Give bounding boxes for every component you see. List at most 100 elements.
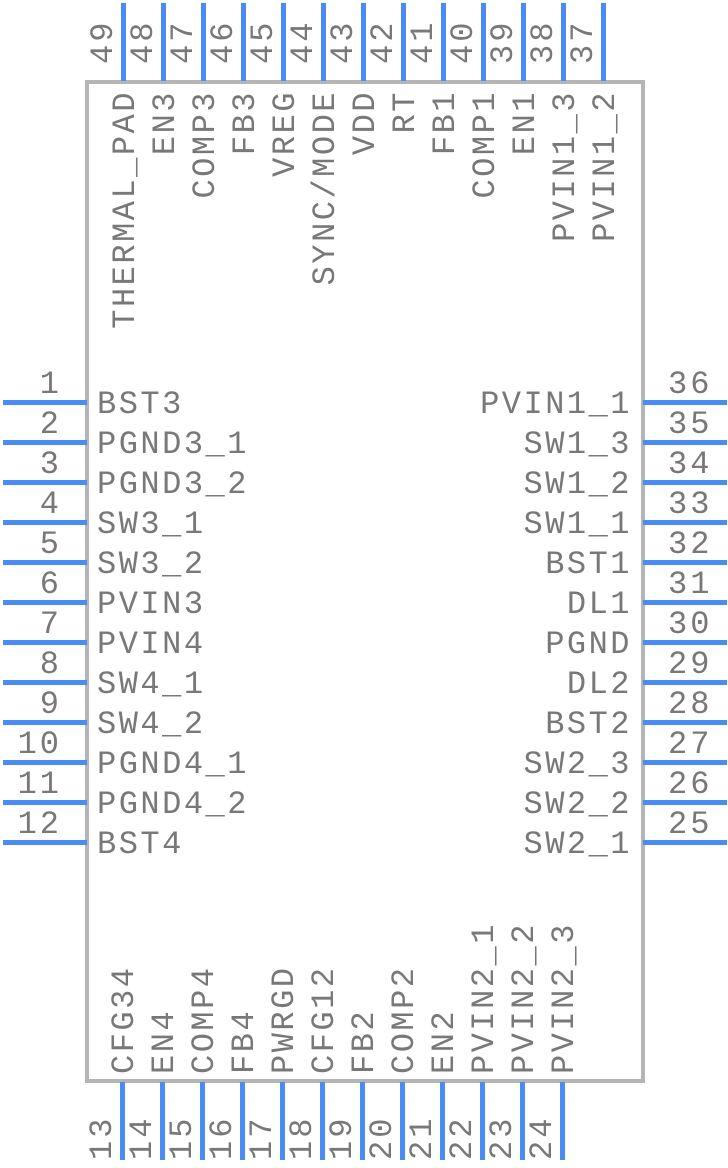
pin-number: 1 <box>39 366 62 403</box>
pin-number: 13 <box>84 1115 121 1160</box>
pin-label: PGND4_2 <box>97 786 249 823</box>
pin-label: PVIN4 <box>97 626 206 663</box>
pin-number: 11 <box>17 766 62 803</box>
pin-line <box>560 1082 565 1160</box>
pin-line <box>3 480 87 485</box>
pin-label: PVIN3 <box>97 586 206 623</box>
pin-number: 26 <box>668 766 713 803</box>
pin-label: PGND4_1 <box>97 746 249 783</box>
pin-number: 43 <box>325 19 362 64</box>
pin-line <box>643 760 727 765</box>
pin-line <box>3 520 87 525</box>
pin-number: 5 <box>39 526 62 563</box>
pin-label: SYNC/MODE <box>307 90 344 286</box>
pin-line <box>3 800 87 805</box>
pin-number: 19 <box>324 1115 361 1160</box>
pin-label: PGND <box>545 626 632 663</box>
pin-number: 15 <box>164 1115 201 1160</box>
pin-number: 34 <box>668 446 713 483</box>
pin-label: DL2 <box>566 666 632 703</box>
pin-number: 33 <box>668 486 713 523</box>
pin-line <box>240 1082 245 1160</box>
pin-line <box>3 560 87 565</box>
pin-line <box>241 3 246 81</box>
pin-line <box>3 720 87 725</box>
pin-label: SW2_2 <box>523 786 632 823</box>
pin-number: 7 <box>39 606 62 643</box>
pin-line <box>200 1082 205 1160</box>
pin-label: EN1 <box>507 90 544 156</box>
pin-label: VREG <box>267 90 304 177</box>
pin-line <box>281 3 286 81</box>
pin-line <box>643 800 727 805</box>
pin-label: BST1 <box>545 546 632 583</box>
pin-number: 16 <box>204 1115 241 1160</box>
pin-number: 40 <box>445 19 482 64</box>
pin-number: 47 <box>165 19 202 64</box>
pin-number: 49 <box>85 19 122 64</box>
pin-label: COMP1 <box>467 90 504 199</box>
pin-line <box>561 3 566 81</box>
pin-line <box>361 3 366 81</box>
pin-line <box>643 600 727 605</box>
pin-label: COMP3 <box>187 90 224 199</box>
pin-number: 4 <box>39 486 62 523</box>
pin-number: 27 <box>668 726 713 763</box>
pin-label: SW3_1 <box>97 506 206 543</box>
pin-number: 8 <box>39 646 62 683</box>
pin-line <box>643 560 727 565</box>
pin-line <box>3 440 87 445</box>
pin-number: 42 <box>365 19 402 64</box>
pin-number: 12 <box>17 806 62 843</box>
pin-number: 2 <box>39 406 62 443</box>
pin-line <box>201 3 206 81</box>
pin-label: BST3 <box>97 386 184 423</box>
pin-line <box>643 440 727 445</box>
pin-line <box>3 640 87 645</box>
pin-line <box>601 3 606 81</box>
pin-line <box>481 3 486 81</box>
pin-label: SW1_1 <box>523 506 632 543</box>
pin-line <box>3 840 87 845</box>
pin-number: 39 <box>485 19 522 64</box>
pin-line <box>120 1082 125 1160</box>
pin-line <box>3 760 87 765</box>
pin-label: SW4_2 <box>97 706 206 743</box>
pin-number: 9 <box>39 686 62 723</box>
pin-line <box>643 720 727 725</box>
pin-number: 25 <box>668 806 713 843</box>
pin-number: 14 <box>124 1115 161 1160</box>
pin-line <box>3 600 87 605</box>
pin-label: SW4_1 <box>97 666 206 703</box>
pin-number: 28 <box>668 686 713 723</box>
pin-line <box>3 400 87 405</box>
ic-body <box>85 80 645 1083</box>
pin-label: VDD <box>347 90 384 156</box>
pin-line <box>280 1082 285 1160</box>
pin-label: SW1_2 <box>523 466 632 503</box>
pin-label: BST2 <box>545 706 632 743</box>
pin-line <box>643 640 727 645</box>
pin-label: SW2_1 <box>523 826 632 863</box>
pin-line <box>643 480 727 485</box>
pin-line <box>320 1082 325 1160</box>
pin-number: 10 <box>17 726 62 763</box>
pin-line <box>3 680 87 685</box>
pin-label: FB1 <box>427 90 464 156</box>
pin-line <box>441 3 446 81</box>
pin-number: 23 <box>484 1115 521 1160</box>
pin-number: 30 <box>668 606 713 643</box>
pin-line <box>520 1082 525 1160</box>
pin-label: PVIN1_1 <box>480 386 632 423</box>
pin-line <box>643 680 727 685</box>
pin-label: RT <box>387 90 424 134</box>
pin-number: 48 <box>125 19 162 64</box>
pin-label: PGND3_2 <box>97 466 249 503</box>
pin-line <box>121 3 126 81</box>
pin-number: 35 <box>668 406 713 443</box>
pin-number: 45 <box>245 19 282 64</box>
pin-label: PVIN1_2 <box>587 90 624 242</box>
pin-number: 24 <box>524 1115 561 1160</box>
pin-number: 31 <box>668 566 713 603</box>
